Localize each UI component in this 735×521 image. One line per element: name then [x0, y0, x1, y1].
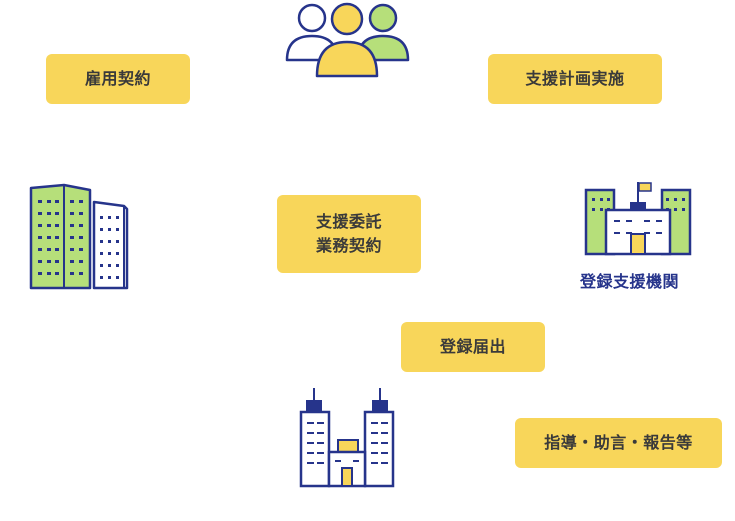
people-group-icon	[285, 2, 410, 78]
employment-contract-text: 雇用契約	[84, 69, 151, 88]
support-plan-text: 支援計画実施	[525, 69, 625, 88]
contract-line2: 業務契約	[315, 236, 382, 255]
office-buildings-icon	[29, 183, 129, 290]
guidance-advice-report-label: 指導・助言・報告等	[515, 418, 722, 468]
government-building-icon	[299, 388, 395, 488]
registration-text: 登録届出	[439, 337, 506, 356]
support-outsourcing-contract-label: 支援委託 業務契約	[277, 195, 421, 273]
contract-line1: 支援委託	[315, 212, 382, 231]
support-plan-label: 支援計画実施	[488, 54, 662, 104]
guidance-text: 指導・助言・報告等	[544, 433, 693, 452]
employment-contract-label: 雇用契約	[46, 54, 190, 104]
support-agency-caption: 登録支援機関	[580, 272, 680, 291]
support-agency-building-icon	[584, 182, 692, 256]
registration-notification-label: 登録届出	[401, 322, 545, 372]
